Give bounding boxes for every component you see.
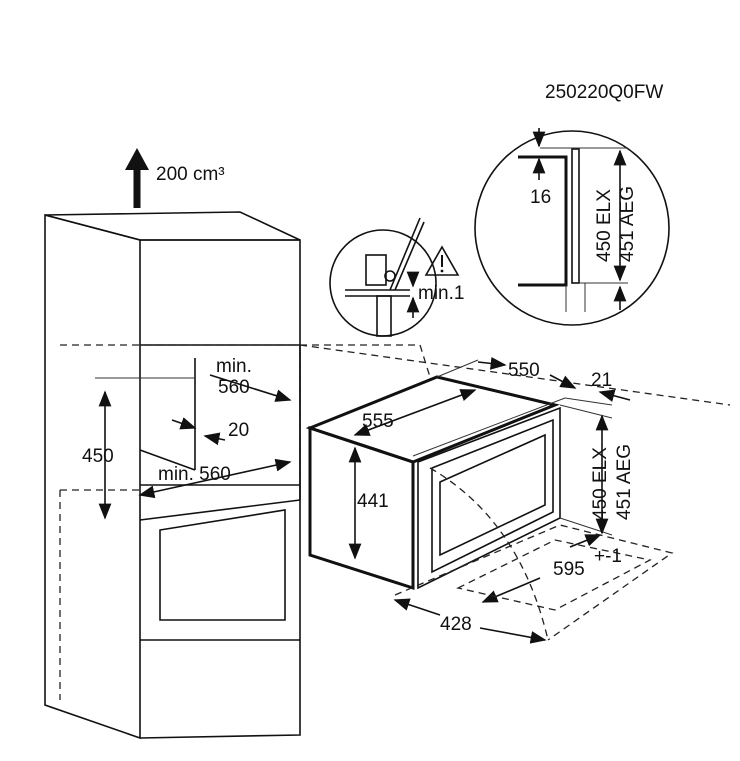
width-label: 595: [553, 559, 585, 580]
model-code: 250220Q0FW: [545, 82, 663, 103]
detail-circle-small: [329, 217, 437, 337]
door-depth-label: 428: [440, 614, 472, 635]
cabinet-drawing: [44, 211, 731, 740]
ventilation-label: 200 cm³: [156, 164, 225, 185]
detail-circle-large: [474, 128, 670, 326]
ventilation-arrow-icon: [125, 148, 149, 208]
warning-triangle-icon: [424, 245, 460, 276]
width-tolerance-label: +-1: [594, 546, 622, 567]
height-elx-label: 450 ELX: [590, 447, 611, 520]
detail-gap-label: 16: [530, 187, 551, 208]
total-depth-label: 550: [508, 360, 540, 381]
detail-height-aeg-label: 451 AEG: [617, 186, 638, 262]
body-height-label: 441: [357, 491, 389, 512]
appliance-drawing: [305, 357, 674, 644]
front-thickness-label: 21: [591, 370, 612, 391]
niche-depth-label-2: 560: [218, 377, 250, 398]
gap-label: 20: [228, 420, 249, 441]
niche-depth-label-1: min.: [216, 356, 252, 377]
clearance-label: min.1: [418, 283, 464, 304]
niche-height-label: 450: [82, 446, 114, 467]
niche-width-label: min. 560: [158, 464, 231, 485]
height-aeg-label: 451 AEG: [614, 444, 635, 520]
detail-height-elx-label: 450 ELX: [594, 189, 615, 262]
body-depth-label: 555: [362, 411, 394, 432]
